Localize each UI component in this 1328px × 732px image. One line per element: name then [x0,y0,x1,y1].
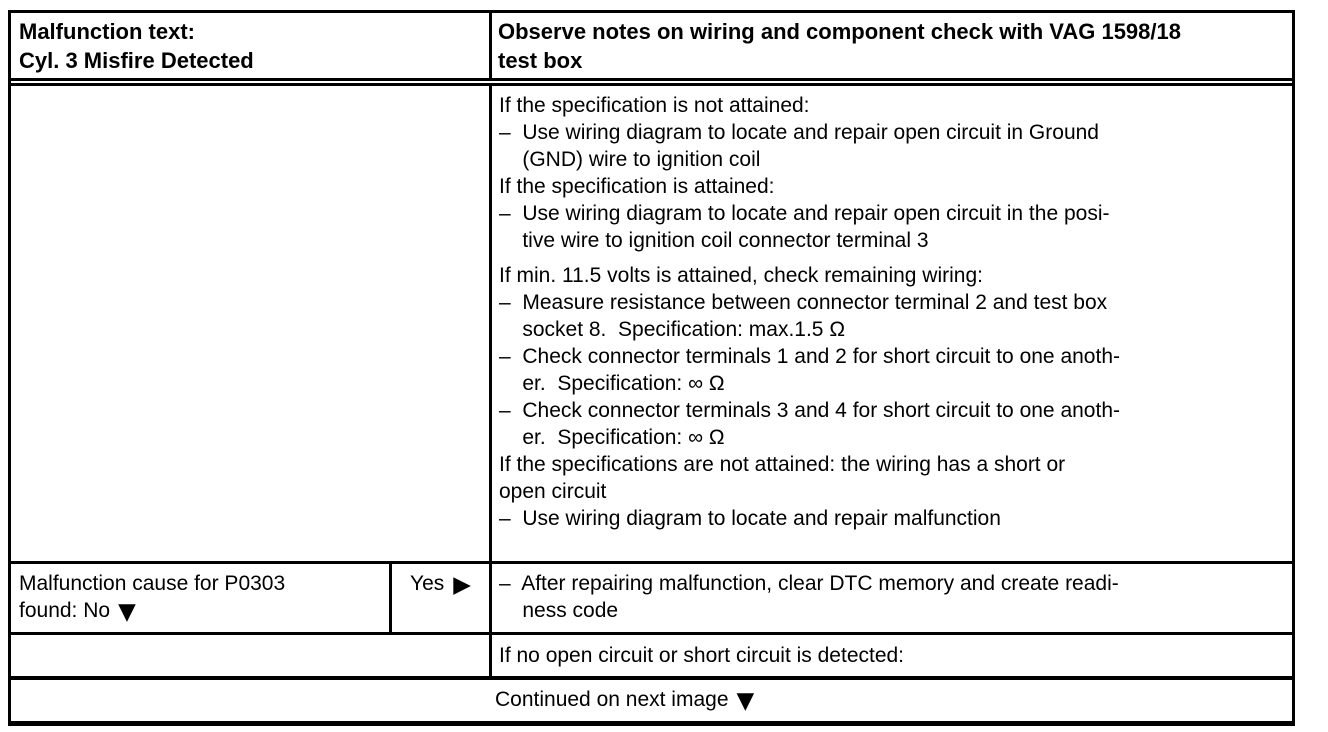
empty-left-cell [11,86,492,561]
down-triangle-icon: ▼ [118,599,136,625]
continued-row: Continued on next image ▼ [11,680,1292,721]
yes-branch-cell: Yes ▶ [392,564,492,632]
malfunction-cause-text: Malfunction cause for P0303 found: No [19,572,286,622]
wiring-notes-header: Observe notes on wiring and component ch… [498,19,1181,73]
no-fault-text: If no open circuit or short circuit is d… [499,644,905,667]
procedure-row: If the specification is not attained: – … [11,86,1292,564]
repair-action-cell: – After repairing malfunction, clear DTC… [499,572,1119,622]
yes-label: Yes [410,572,445,595]
continued-text: Continued on next image [495,688,729,711]
procedure-cell: If the specification is not attained: – … [492,86,1292,561]
down-triangle-icon: ▼ [736,688,755,714]
malfunction-text-header: Malfunction text: Cyl. 3 Misfire Detecte… [11,13,492,78]
malfunction-cause-cell: Malfunction cause for P0303 found: No▼ [11,564,392,632]
no-fault-row: If no open circuit or short circuit is d… [11,635,1292,680]
table-header-row: Malfunction text: Cyl. 3 Misfire Detecte… [11,13,1292,86]
decision-row: Malfunction cause for P0303 found: No▼ Y… [11,564,1292,635]
procedure-paragraph-2: If min. 11.5 volts is attained, check re… [499,264,1120,530]
procedure-paragraph-1: If the specification is not attained: – … [499,94,1110,252]
diagnostic-procedure-table: Malfunction text: Cyl. 3 Misfire Detecte… [8,10,1295,726]
right-triangle-icon: ▶ [453,572,471,598]
empty-left-cell-2 [11,635,492,676]
